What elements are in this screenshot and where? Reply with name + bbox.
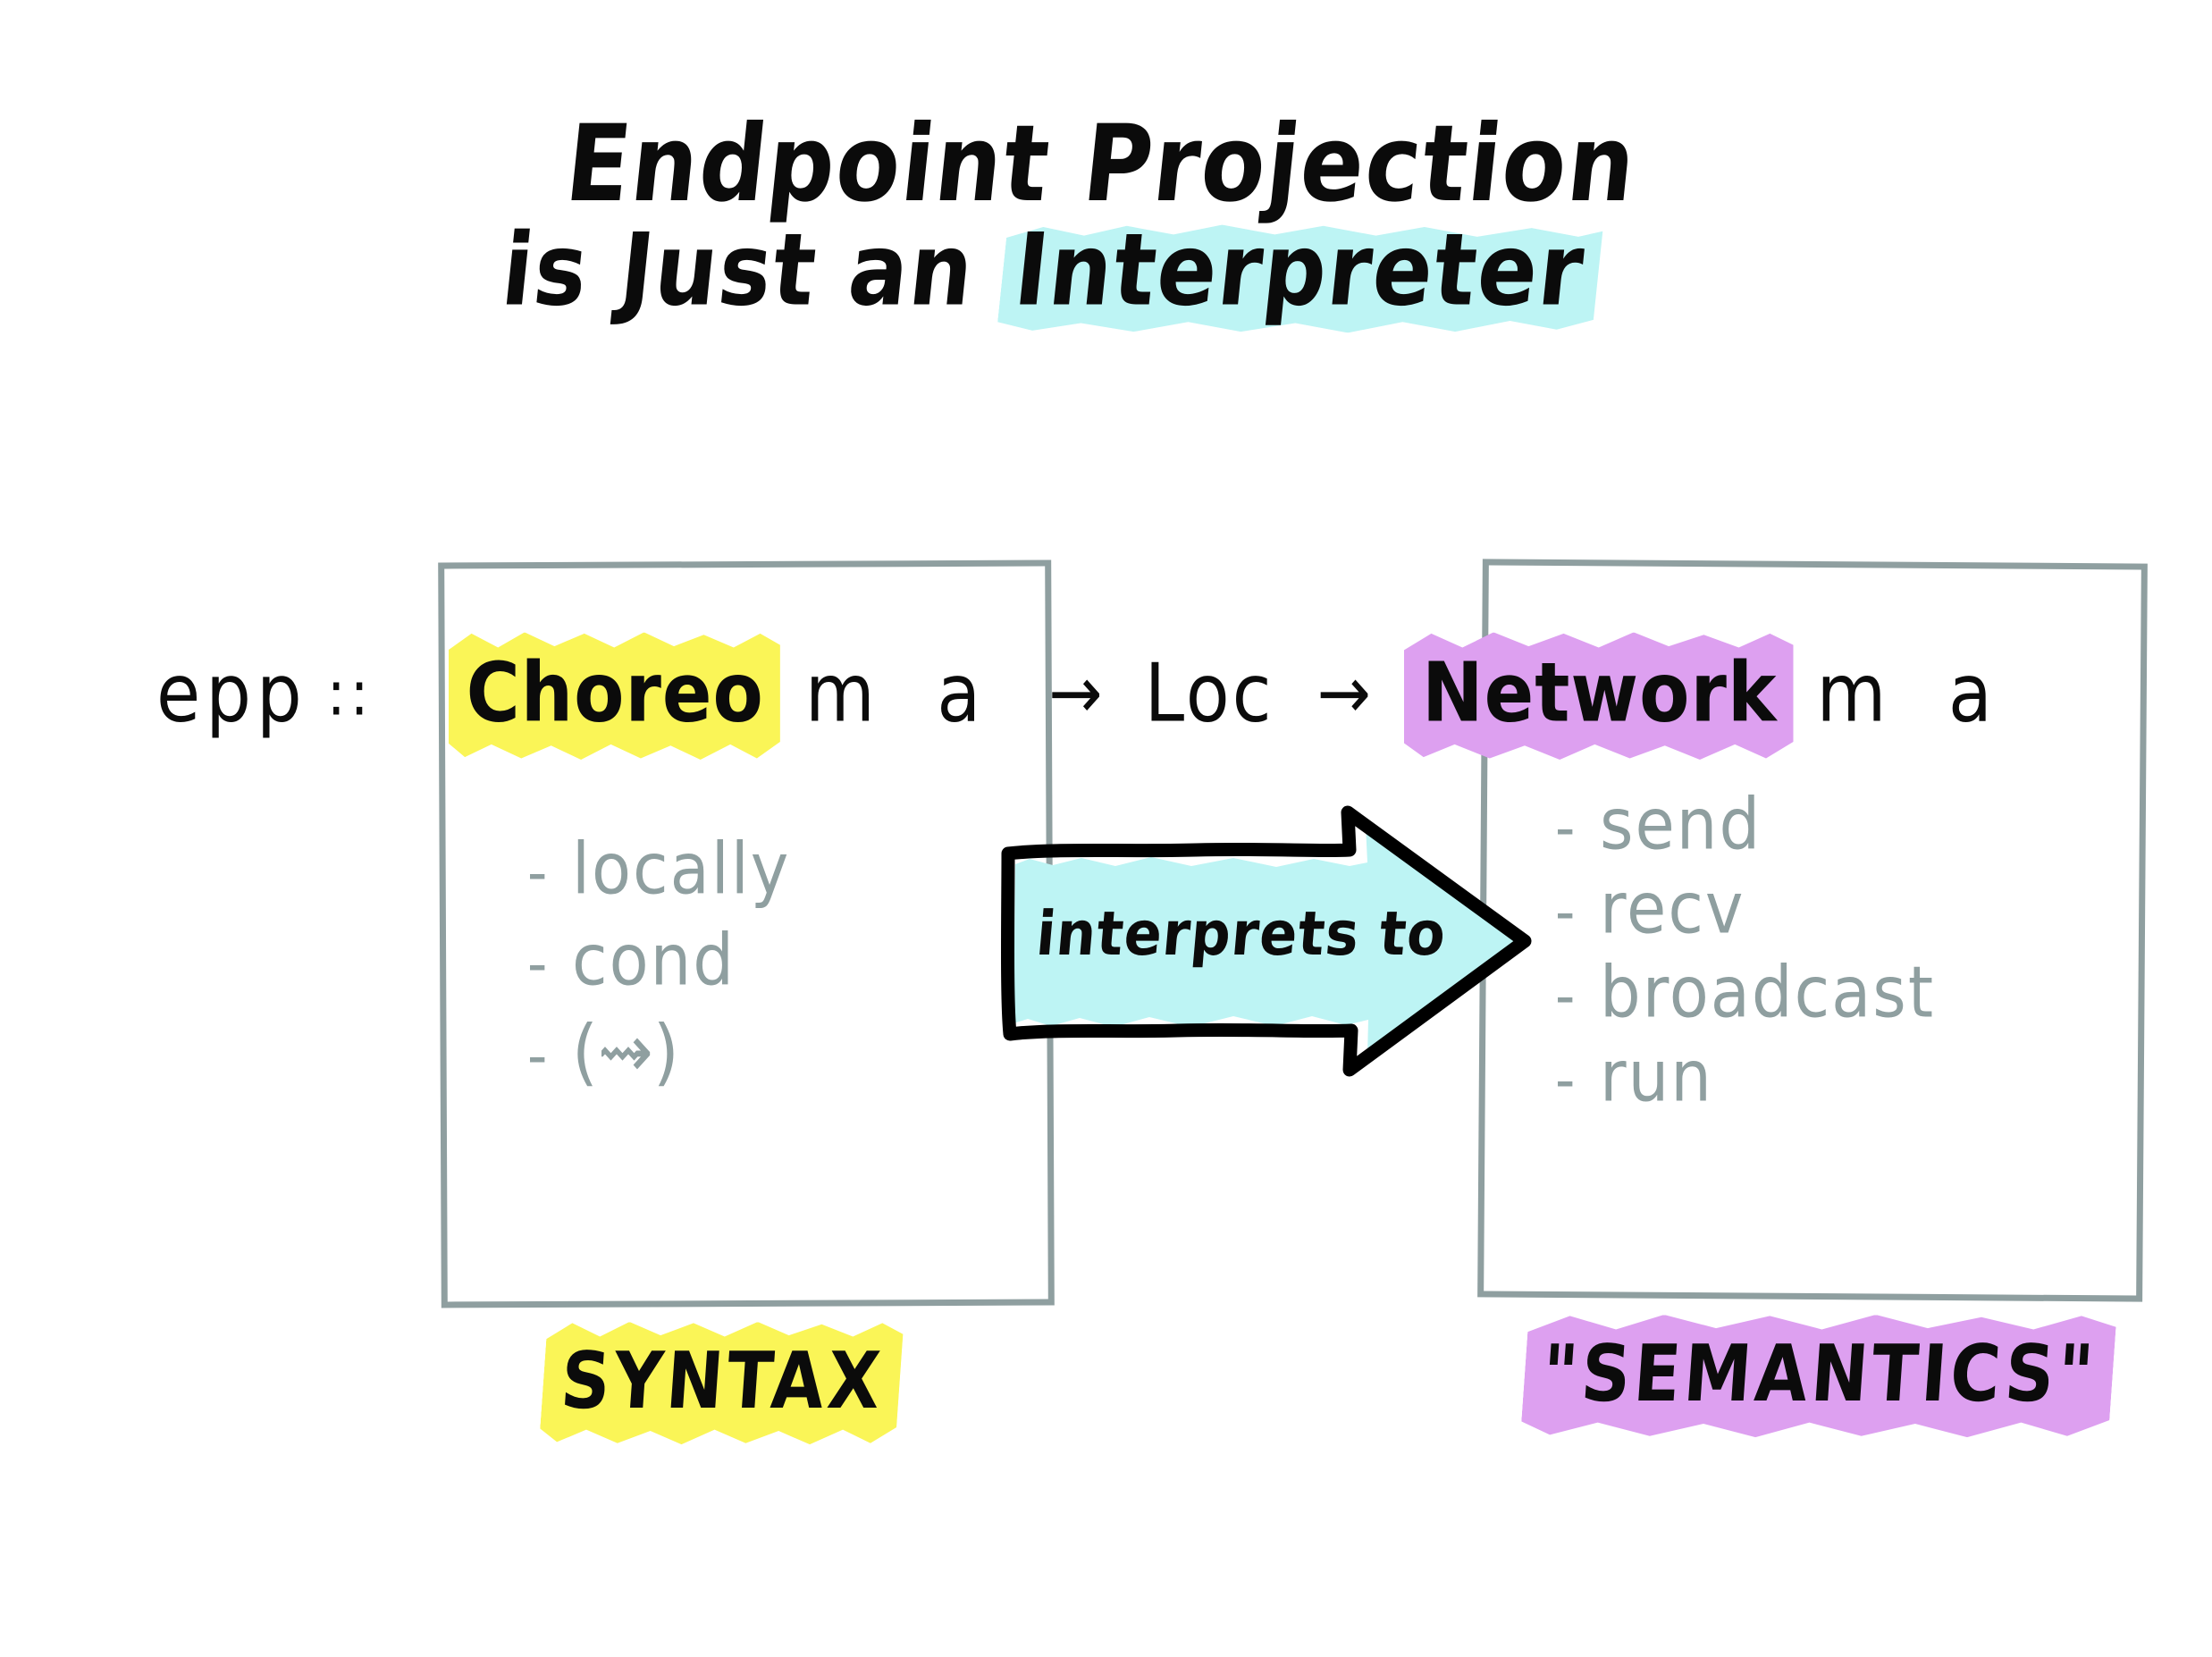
semantics-caption-label: "SEMANTICS"	[1532, 1327, 2107, 1418]
syntax-caption-label: SYNTAX	[551, 1334, 894, 1426]
semantics-box	[1477, 559, 2148, 1302]
syntax-box	[438, 559, 1055, 1308]
page-title: Endpoint Projection is Just an Interpret…	[0, 101, 2212, 328]
signature-arrow-2-icon: →	[1316, 650, 1374, 736]
title-line-secondary-prefix: is Just an	[496, 212, 1013, 329]
semantics-caption: "SEMANTICS"	[1532, 1327, 2107, 1418]
title-line-primary: Endpoint Projection	[559, 101, 1644, 226]
syntax-caption: SYNTAX	[551, 1334, 894, 1426]
signature-double-colon: ::	[326, 656, 374, 729]
title-line-secondary: is Just an Interpreter	[0, 213, 2212, 329]
title-highlight-interpreter: Interpreter	[1001, 213, 1598, 329]
signature-location-type-loc: Loc	[1144, 645, 1274, 740]
signature-arrow-1-icon: →	[1048, 650, 1106, 736]
signature-function-name: epp	[156, 645, 307, 740]
interprets-to-arrow-icon	[999, 791, 1535, 1095]
